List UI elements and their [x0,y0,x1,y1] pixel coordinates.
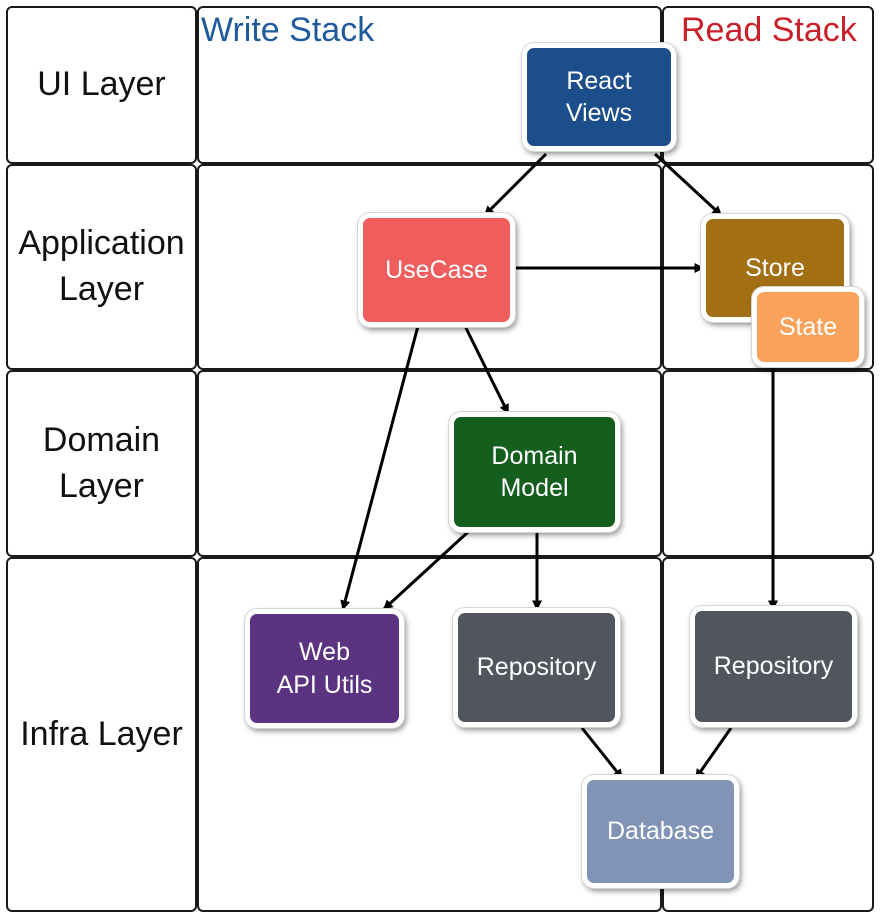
repository-write-node[interactable]: Repository [453,608,620,727]
web-api-utils-node[interactable]: Web API Utils [245,609,404,728]
grid-cell [6,370,197,557]
grid-cell [6,557,197,912]
arrow-domain-model-to-web-api-utils [382,530,470,611]
domain-layer-label: Domain Layer [42,420,161,505]
arrow-react-views-to-store [653,152,723,217]
application-layer-label: Application Layer [18,224,185,308]
arrow-repository-read-to-database [694,727,733,780]
grid-cell [6,6,197,164]
repository-read-node[interactable]: Repository [690,606,857,727]
grid-cell [6,164,197,370]
ui-layer-label: UI Layer [37,65,166,104]
infra-layer-label: Infra Layer [20,714,183,753]
state-node[interactable]: State [752,287,864,367]
arrow-repository-write-to-database [580,727,624,780]
write-stack-title: Write Stack [201,11,375,49]
grid-cell [662,6,874,164]
domain-model-node[interactable]: Domain Model [449,412,620,532]
react-views-node[interactable]: React Views [522,43,676,151]
database-node[interactable]: Database [582,775,739,888]
usecase-node[interactable]: UseCase [358,213,515,327]
read-stack-title: Read Stack [681,11,857,49]
arrow-usecase-to-web-api-utils [340,325,420,611]
arrow-react-views-to-usecase [483,152,548,217]
grid-cell [662,370,874,557]
arrow-usecase-to-domain-model [463,325,510,415]
